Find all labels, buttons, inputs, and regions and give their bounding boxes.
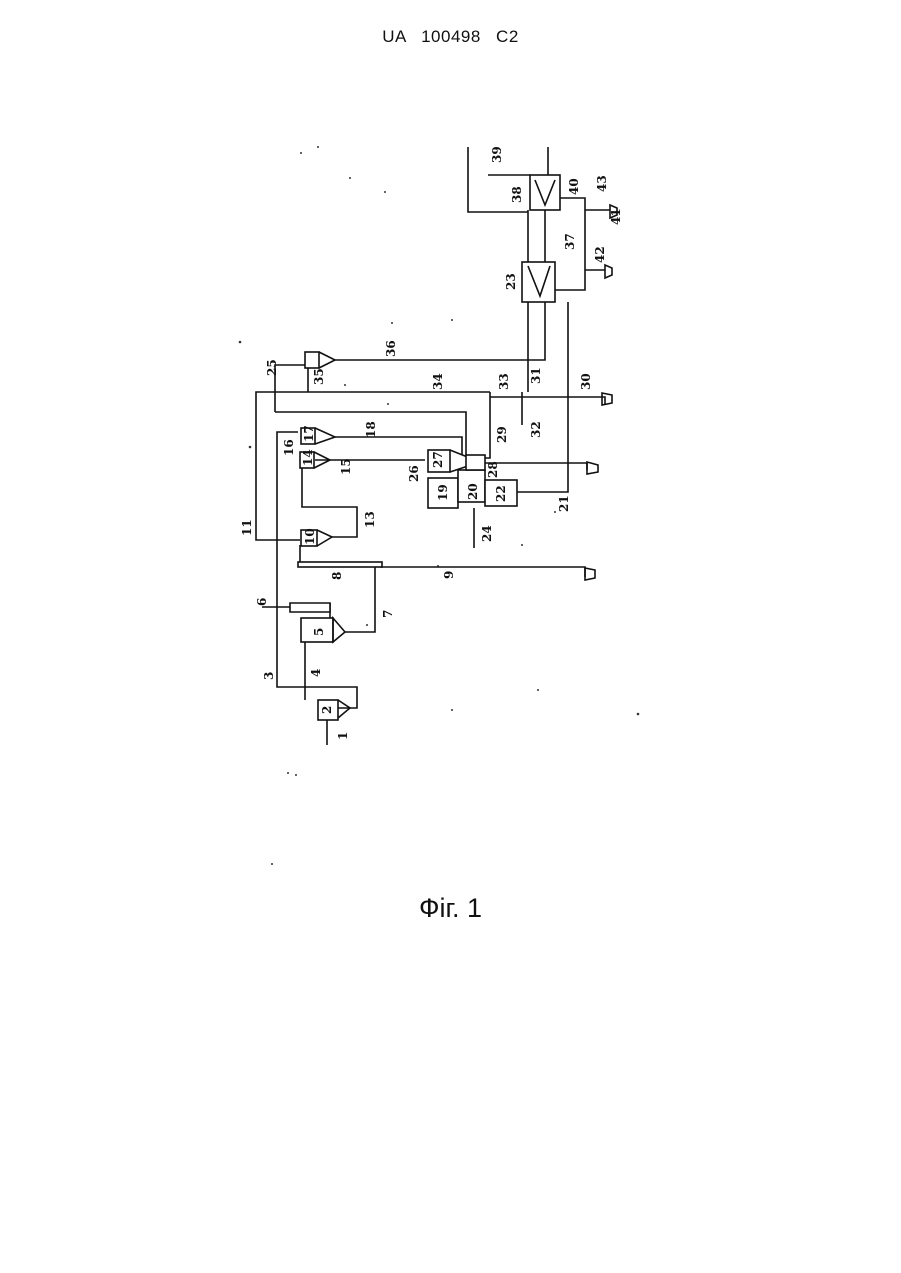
label-32: 32 bbox=[529, 421, 543, 438]
label-4: 4 bbox=[309, 669, 323, 677]
label-41: 41 bbox=[609, 208, 623, 225]
label-13: 13 bbox=[363, 511, 377, 528]
label-10: 10 bbox=[303, 528, 317, 545]
figure-caption: Фіг. 1 bbox=[0, 893, 901, 924]
label-16: 16 bbox=[282, 439, 296, 456]
label-40: 40 bbox=[567, 178, 581, 195]
label-21: 21 bbox=[557, 495, 571, 512]
label-9: 9 bbox=[442, 571, 456, 579]
label-29: 29 bbox=[495, 426, 509, 443]
label-17: 17 bbox=[302, 425, 316, 442]
label-25: 25 bbox=[265, 359, 279, 376]
diagram-labels: 1 2 3 4 5 6 7 8 9 10 11 13 14 15 16 17 1… bbox=[240, 146, 623, 740]
label-3: 3 bbox=[262, 672, 276, 680]
label-5: 5 bbox=[312, 628, 326, 636]
label-1: 1 bbox=[336, 732, 350, 740]
label-37: 37 bbox=[563, 233, 577, 250]
label-33: 33 bbox=[497, 373, 511, 390]
label-39: 39 bbox=[490, 146, 504, 163]
label-11: 11 bbox=[240, 519, 254, 536]
label-31: 31 bbox=[529, 367, 543, 384]
label-30: 30 bbox=[579, 373, 593, 390]
label-38: 38 bbox=[510, 186, 524, 203]
process-lines bbox=[256, 147, 610, 745]
label-20: 20 bbox=[466, 483, 480, 500]
label-19: 19 bbox=[436, 484, 450, 501]
label-28: 28 bbox=[486, 461, 500, 478]
label-35: 35 bbox=[312, 368, 326, 385]
label-2: 2 bbox=[320, 706, 334, 714]
label-36: 36 bbox=[384, 340, 398, 357]
label-6: 6 bbox=[255, 598, 269, 606]
label-14: 14 bbox=[301, 449, 315, 466]
label-15: 15 bbox=[339, 458, 353, 475]
label-23: 23 bbox=[504, 273, 518, 290]
label-7: 7 bbox=[381, 610, 395, 618]
label-43: 43 bbox=[595, 175, 609, 192]
label-27: 27 bbox=[431, 451, 445, 468]
label-26: 26 bbox=[407, 465, 421, 482]
label-18: 18 bbox=[364, 421, 378, 438]
label-8: 8 bbox=[330, 572, 344, 580]
label-24: 24 bbox=[480, 525, 494, 542]
label-42: 42 bbox=[593, 246, 607, 263]
label-22: 22 bbox=[494, 485, 508, 502]
label-34: 34 bbox=[431, 373, 445, 390]
